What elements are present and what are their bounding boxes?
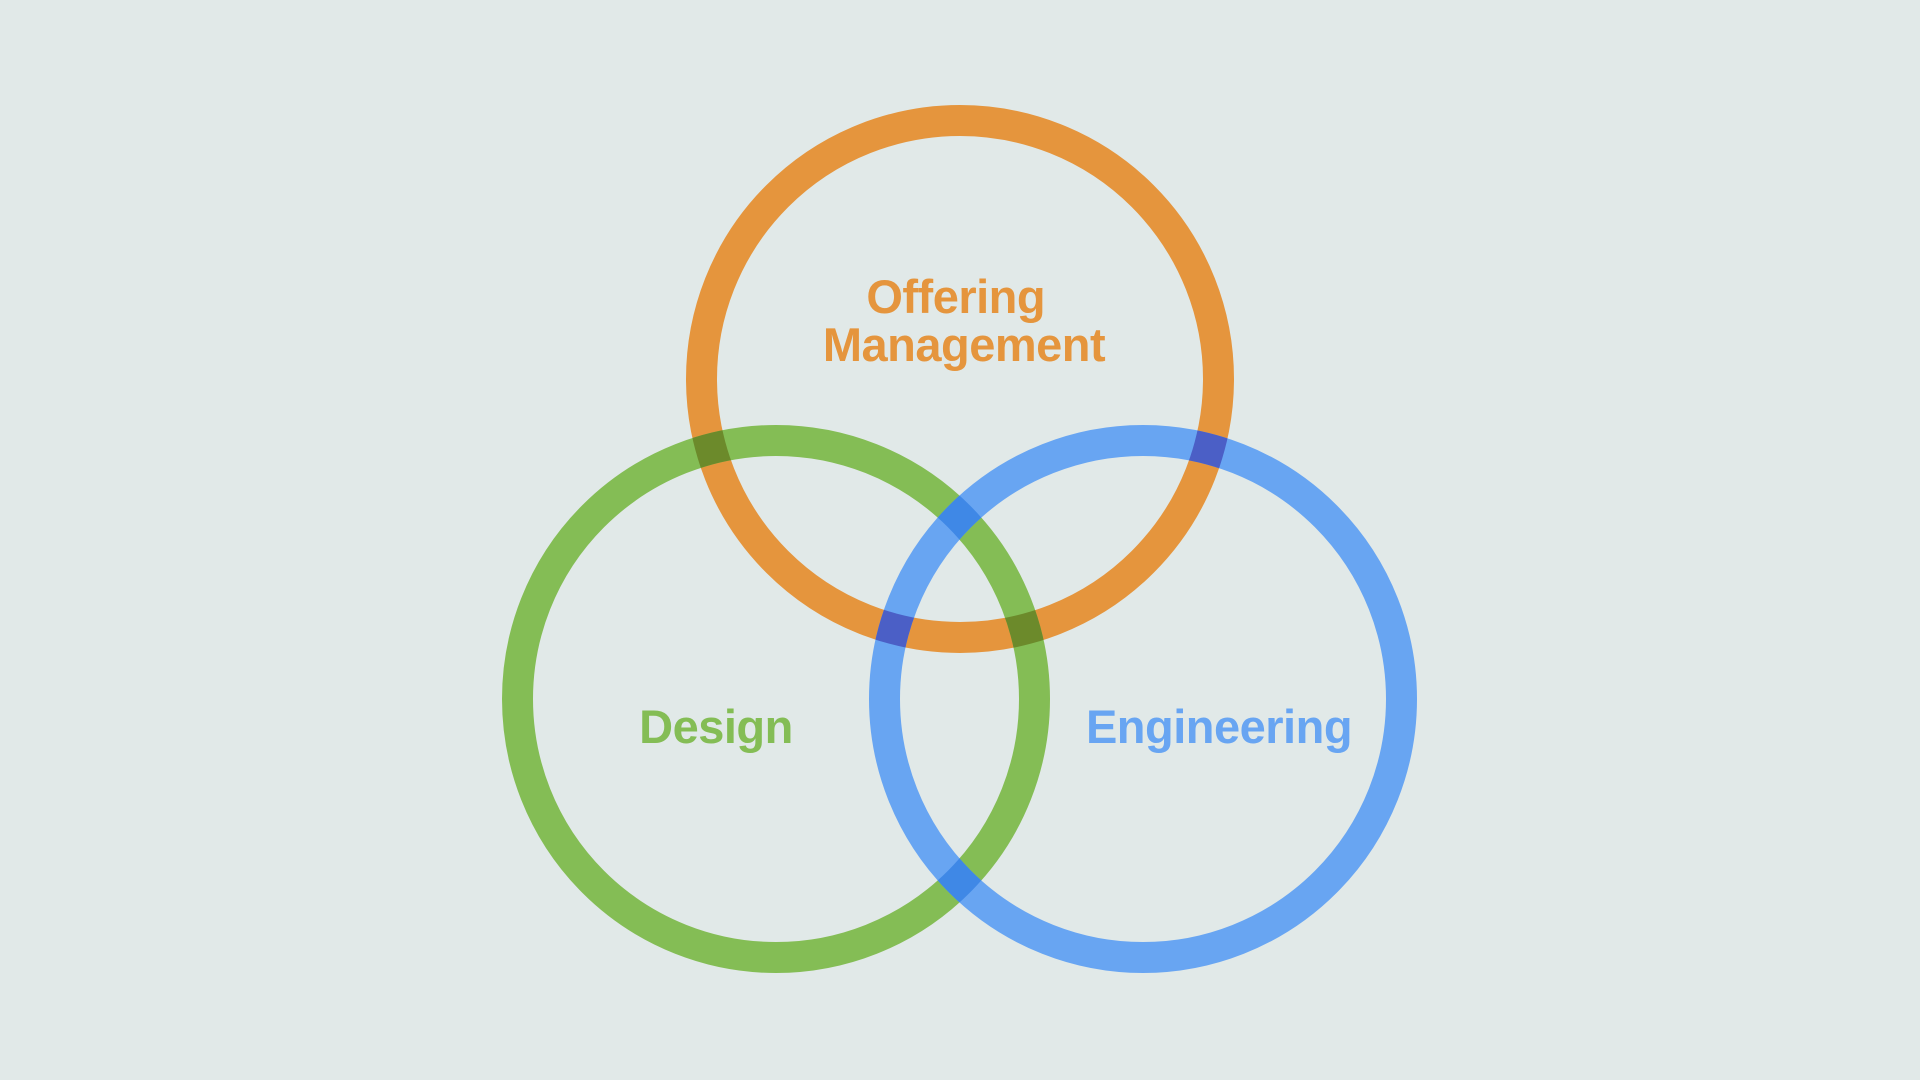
offering-management-label-line-2: Management	[823, 318, 1106, 371]
engineering-label-line-1: Engineering	[1086, 700, 1352, 753]
engineering-label: Engineering	[1086, 700, 1352, 753]
engineering-ring	[869, 425, 1417, 973]
design-label-line-1: Design	[639, 700, 793, 753]
design-label: Design	[639, 700, 793, 753]
design-ring	[502, 425, 1050, 973]
offering-management-label: Offering Management	[823, 270, 1106, 371]
offering-management-ring	[686, 105, 1234, 653]
offering-management-label-line-1: Offering	[866, 270, 1045, 323]
